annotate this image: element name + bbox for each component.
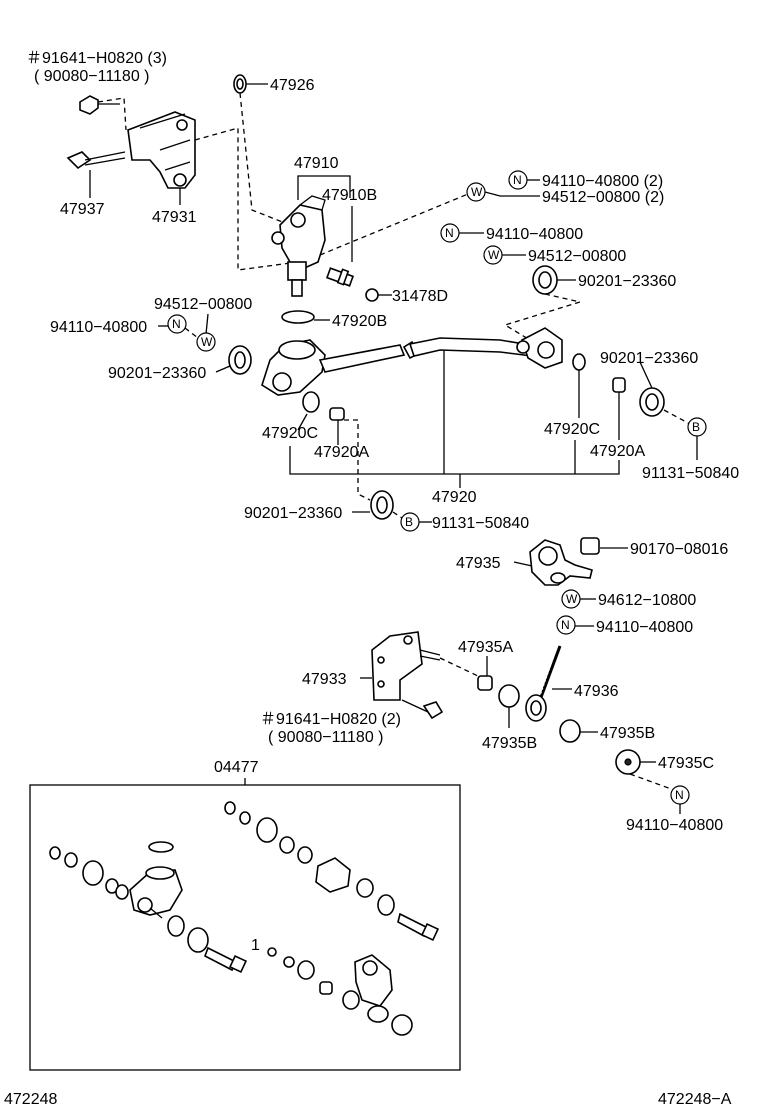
svg-text:B: B — [692, 420, 700, 434]
label-94110-c: 94110−40800 — [596, 619, 693, 636]
gasket-90201-a-icon — [532, 265, 558, 295]
ref-code-left: 472248 — [4, 1091, 57, 1108]
label-90201-c: 90201−23360 — [600, 350, 698, 367]
ref-code-right: 472248−A — [658, 1091, 732, 1108]
sleeve-47935a-icon — [477, 675, 493, 691]
bolt-badge-b-b: B — [400, 512, 420, 532]
label-90080-top: ( 90080−11180 ) — [34, 68, 150, 85]
sleeve-47920a-right-icon — [612, 377, 626, 393]
label-47935: 47935 — [456, 555, 501, 572]
label-91131-a: 91131−50840 — [642, 465, 739, 482]
label-90201-d: 90201−23360 — [244, 505, 342, 522]
oring-47920b-icon — [281, 310, 315, 324]
label-94110-d: 94110−40800 — [626, 817, 723, 834]
bushing-47935b-right-icon — [559, 719, 581, 743]
nut-90170-icon — [580, 537, 600, 555]
label-94110-b: 94110−40800 — [50, 319, 147, 336]
bracket-47933-icon — [371, 631, 441, 701]
label-94512-2: 94512−00800 (2) — [542, 189, 664, 206]
svg-text:W: W — [488, 248, 500, 262]
svg-text:N: N — [675, 788, 684, 802]
label-47935b-right: 47935B — [600, 725, 655, 742]
label-04477: 04477 — [214, 759, 259, 776]
label-47910b: 47910B — [322, 187, 377, 204]
sleeve-47920a-left-icon — [329, 407, 345, 421]
label-90201-a: 90201−23360 — [578, 273, 676, 290]
label-47920b: 47920B — [332, 313, 387, 330]
bolt-47937-icon — [66, 151, 126, 198]
bolt-91641-top-icon — [79, 95, 120, 115]
svg-text:W: W — [471, 185, 483, 199]
svg-text:N: N — [513, 173, 522, 187]
kit-parts-icon — [49, 801, 440, 1036]
lever-47935-icon — [529, 539, 593, 586]
svg-text:N: N — [445, 226, 454, 240]
washer-badge-w-c: W — [561, 589, 581, 609]
label-90170: 90170−08016 — [630, 541, 728, 558]
label-94612: 94612−10800 — [598, 592, 696, 609]
label-47920c-left: 47920C — [262, 425, 318, 442]
linkage-47920-icon — [261, 327, 563, 396]
svg-text:N: N — [561, 618, 570, 632]
washer-47935c-icon — [615, 749, 641, 775]
label-90080-mid: ( 90080−11180 ) — [268, 729, 384, 746]
washer-badge-w-b: W — [196, 332, 216, 352]
label-47920a-right: 47920A — [590, 443, 645, 460]
nut-badge-n-top: N — [508, 170, 528, 190]
svg-text:B: B — [405, 515, 413, 529]
cap-31478d-icon — [365, 288, 379, 302]
label-94110-2: 94110−40800 (2) — [542, 173, 663, 190]
bushing-47935b-left-icon — [498, 684, 520, 708]
label-47920: 47920 — [432, 489, 477, 506]
bracket-47931-icon — [127, 111, 196, 189]
washer-badge-w-a: W — [483, 245, 503, 265]
svg-text:W: W — [201, 335, 213, 349]
screw-47910b-icon — [325, 267, 355, 287]
label-91641-top: ＃91641−H0820 (3) — [26, 50, 167, 67]
label-47937: 47937 — [60, 201, 105, 218]
label-47910: 47910 — [294, 155, 339, 172]
rod-47936-icon — [525, 645, 562, 722]
bolt-91641-mid-icon — [401, 699, 444, 720]
label-94512-a: 94512−00800 — [528, 248, 626, 265]
nut-47926-icon — [233, 74, 247, 94]
nut-badge-n-b: N — [167, 314, 187, 334]
gasket-90201-c-icon — [639, 387, 665, 417]
label-94512-b: 94512−00800 — [154, 296, 252, 313]
svg-text:N: N — [172, 317, 181, 331]
valve-47910-icon — [271, 195, 326, 297]
label-47935b-left: 47935B — [482, 735, 537, 752]
gasket-90201-d-icon — [370, 490, 394, 520]
gasket-90201-b-icon — [228, 345, 252, 375]
label-91641-mid: ＃91641−H0820 (2) — [260, 711, 401, 728]
label-47936: 47936 — [574, 683, 619, 700]
nut-badge-n-a: N — [440, 223, 460, 243]
bolt-badge-b-a: B — [687, 417, 707, 437]
label-47935c: 47935C — [658, 755, 714, 772]
label-31478d: 31478D — [392, 288, 448, 305]
washer-badge-w-top: W — [466, 182, 486, 202]
svg-text:W: W — [566, 592, 578, 606]
label-47920c-right: 47920C — [544, 421, 600, 438]
label-90201-b: 90201−23360 — [108, 365, 206, 382]
label-91131-b: 91131−50840 — [432, 515, 529, 532]
label-47931: 47931 — [152, 209, 197, 226]
label-47935a: 47935A — [458, 639, 513, 656]
bushing-47920c-right-icon — [572, 353, 586, 371]
label-kit-1: 1 — [251, 937, 260, 954]
label-47926: 47926 — [270, 77, 315, 94]
label-94110-a: 94110−40800 — [486, 226, 583, 243]
kit-04477-box — [29, 784, 461, 1071]
label-47920a-left: 47920A — [314, 444, 369, 461]
bushing-47920c-left-icon — [302, 391, 320, 413]
nut-badge-n-d: N — [670, 785, 690, 805]
label-47933: 47933 — [302, 671, 347, 688]
nut-badge-n-c: N — [556, 615, 576, 635]
